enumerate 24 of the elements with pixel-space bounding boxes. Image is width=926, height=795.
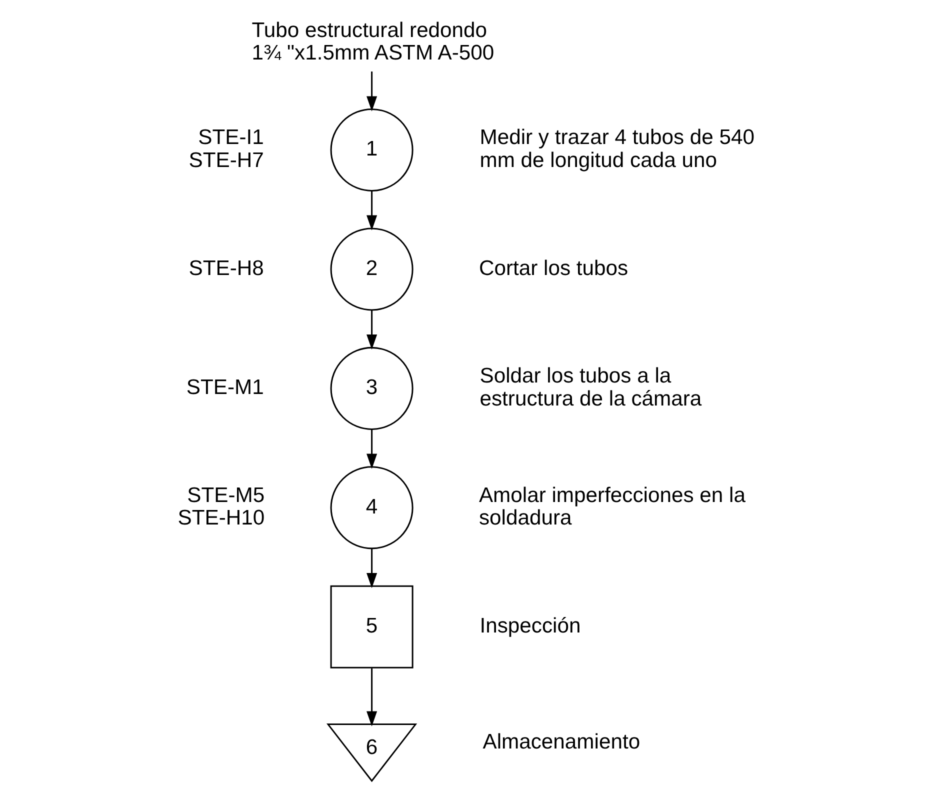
node-label: STE-H7 <box>188 148 264 172</box>
arrow <box>366 668 377 726</box>
node-label: STE-I1 <box>198 126 264 150</box>
node-label: Medir y trazar 4 tubos de 540 mm de longitud cada uno <box>479 126 754 172</box>
node-text: Tubo estructural redondo 1¾ "x1.5mm ASTM A-500 <box>251 19 494 65</box>
arrow <box>366 310 377 350</box>
node-label: Amolar imperfecciones en la soldadura <box>478 484 746 530</box>
node-circle: 4 <box>330 466 413 550</box>
node-label: Soldar los tubos a la estructura de la cámara <box>479 364 702 410</box>
node-label: Inspección <box>479 614 580 638</box>
arrow <box>366 191 377 230</box>
node-box: 5 <box>330 585 413 668</box>
arrow <box>366 548 377 588</box>
arrow <box>366 72 377 112</box>
node-label: STE-M5 <box>186 484 264 507</box>
node-label: Almacenamiento <box>482 730 640 754</box>
node-label: STE-M1 <box>186 376 264 400</box>
node-label: STE-H10 <box>177 506 264 530</box>
node-label: Cortar los tubos <box>478 256 628 280</box>
arrow <box>366 429 377 469</box>
node-circle: 2 <box>330 228 413 311</box>
node-circle: 3 <box>330 346 413 430</box>
node-circle: 1 <box>330 108 413 192</box>
node-label: STE-H8 <box>188 256 264 280</box>
